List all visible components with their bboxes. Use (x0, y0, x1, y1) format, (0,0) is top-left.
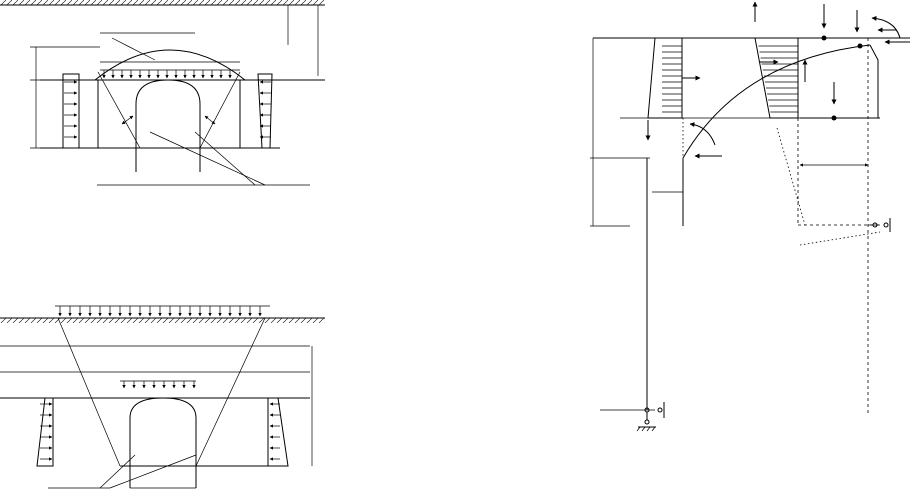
slip-line-right (199, 71, 241, 149)
deformed-base-dotted (799, 231, 881, 246)
arch-member-curve (682, 44, 871, 159)
tunnel-load-diagram-deep (0, 305, 325, 489)
tunnel-load-diagram-shallow (0, 0, 325, 186)
angle-marker-right (204, 115, 216, 125)
slip-line-right-2 (195, 317, 266, 467)
slip-line-left (97, 71, 141, 149)
left-lateral-pressure (62, 73, 80, 149)
ground-hatch-2 (0, 318, 325, 323)
angle-marker-left (121, 115, 134, 125)
right-lateral-pressure (257, 73, 273, 149)
slip-line-left-2 (57, 317, 121, 467)
bottom-pin-support (600, 402, 665, 432)
callout-pointer-2b (99, 454, 136, 489)
node-bottom (831, 115, 837, 121)
left-lateral-pressure-2 (36, 397, 54, 467)
crown-member (869, 44, 879, 118)
callout-pointer-a (149, 131, 266, 186)
moment-arrow-springline (689, 122, 716, 146)
right-roller-support (868, 218, 891, 232)
arch-structural-model (590, 1, 910, 432)
tunnel-opening-2 (129, 397, 197, 488)
callout-pointer-2a (109, 454, 197, 489)
right-lateral-pressure-2 (267, 397, 289, 467)
tunnel-opening (135, 79, 201, 172)
moment-arrow-top (871, 15, 901, 39)
pressure-arch-curve (94, 49, 246, 81)
arch-label-pointer (111, 37, 156, 61)
node-haunch (857, 43, 863, 49)
deformed-shape-dotted (776, 127, 806, 226)
load-arrow-group (40, 45, 798, 461)
ground-hatch (0, 0, 325, 5)
node-crown (821, 35, 827, 41)
callout-pointer-b (194, 131, 256, 186)
